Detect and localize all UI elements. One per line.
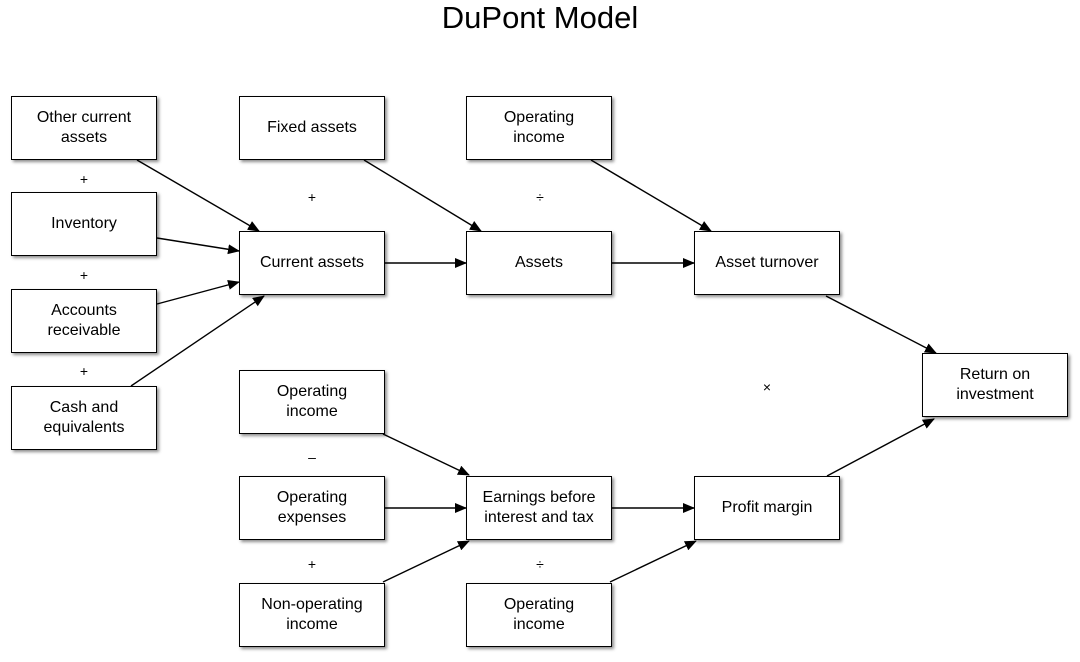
node-fixed-assets: Fixed assets [239,96,385,160]
arrow-non-operating-to-ebit [382,540,470,583]
arrow-operating-income-to-profit-margin [609,540,697,583]
operator-plus: + [79,171,89,187]
node-operating-income-mid-label: Operating income [276,383,348,420]
operator-divide: ÷ [536,189,544,205]
operator-plus: + [307,189,317,205]
arrow-fixed-assets-to-assets [363,159,482,232]
node-operating-expenses-label: Operating expenses [276,489,348,526]
node-current-assets: Current assets [239,231,385,295]
operator-minus: – [308,449,316,465]
node-non-operating-income-label: Non-operating income [261,596,363,633]
arrow-cash-to-current-assets [130,295,265,387]
arrow-profit-margin-to-roi [826,418,935,477]
node-profit-margin: Profit margin [694,476,840,540]
node-inventory-label: Inventory [51,215,117,232]
operator-plus: + [307,556,317,572]
node-other-current-assets-label: Other current assets [36,109,132,146]
node-return-on-investment-label: Return on investment [956,366,1034,403]
node-asset-turnover-label: Asset turnover [715,254,819,271]
node-inventory: Inventory [11,192,157,256]
arrow-asset-turnover-to-roi [825,295,937,354]
arrow-inventory-to-current-assets [156,237,240,255]
node-assets-label: Assets [514,254,563,271]
node-operating-income-mid: Operating income [239,370,385,434]
node-cash-and-equivalents: Cash and equivalents [11,386,157,450]
node-ebit: Earnings before interest and tax [466,476,612,540]
node-cash-and-equivalents-label: Cash and equivalents [43,399,125,436]
diagram-title: DuPont Model [441,0,639,35]
node-operating-expenses: Operating expenses [239,476,385,540]
operator-divide: ÷ [536,556,544,572]
arrow-operating-income-to-asset-turnover [590,159,712,232]
node-asset-turnover: Asset turnover [694,231,840,295]
node-other-current-assets: Other current assets [11,96,157,160]
operator-plus: + [79,267,89,283]
node-ebit-label: Earnings before interest and tax [482,489,596,526]
node-operating-income-bottom: Operating income [466,583,612,647]
node-fixed-assets-label: Fixed assets [267,119,357,136]
node-profit-margin-label: Profit margin [721,499,813,516]
node-operating-income-top-label: Operating income [503,109,575,146]
arrow-operating-income-to-ebit [382,433,470,476]
node-non-operating-income: Non-operating income [239,583,385,647]
node-return-on-investment: Return on investment [922,353,1068,417]
operator-times: × [762,379,772,395]
node-accounts-receivable-label: Accounts receivable [47,302,121,339]
arrow-other-current-to-current-assets [136,159,260,232]
node-accounts-receivable: Accounts receivable [11,289,157,353]
node-operating-income-top: Operating income [466,96,612,160]
node-current-assets-label: Current assets [259,254,365,271]
operator-plus: + [79,363,89,379]
node-assets: Assets [466,231,612,295]
node-operating-income-bottom-label: Operating income [503,596,575,633]
arrow-receivable-to-current-assets [156,280,240,305]
